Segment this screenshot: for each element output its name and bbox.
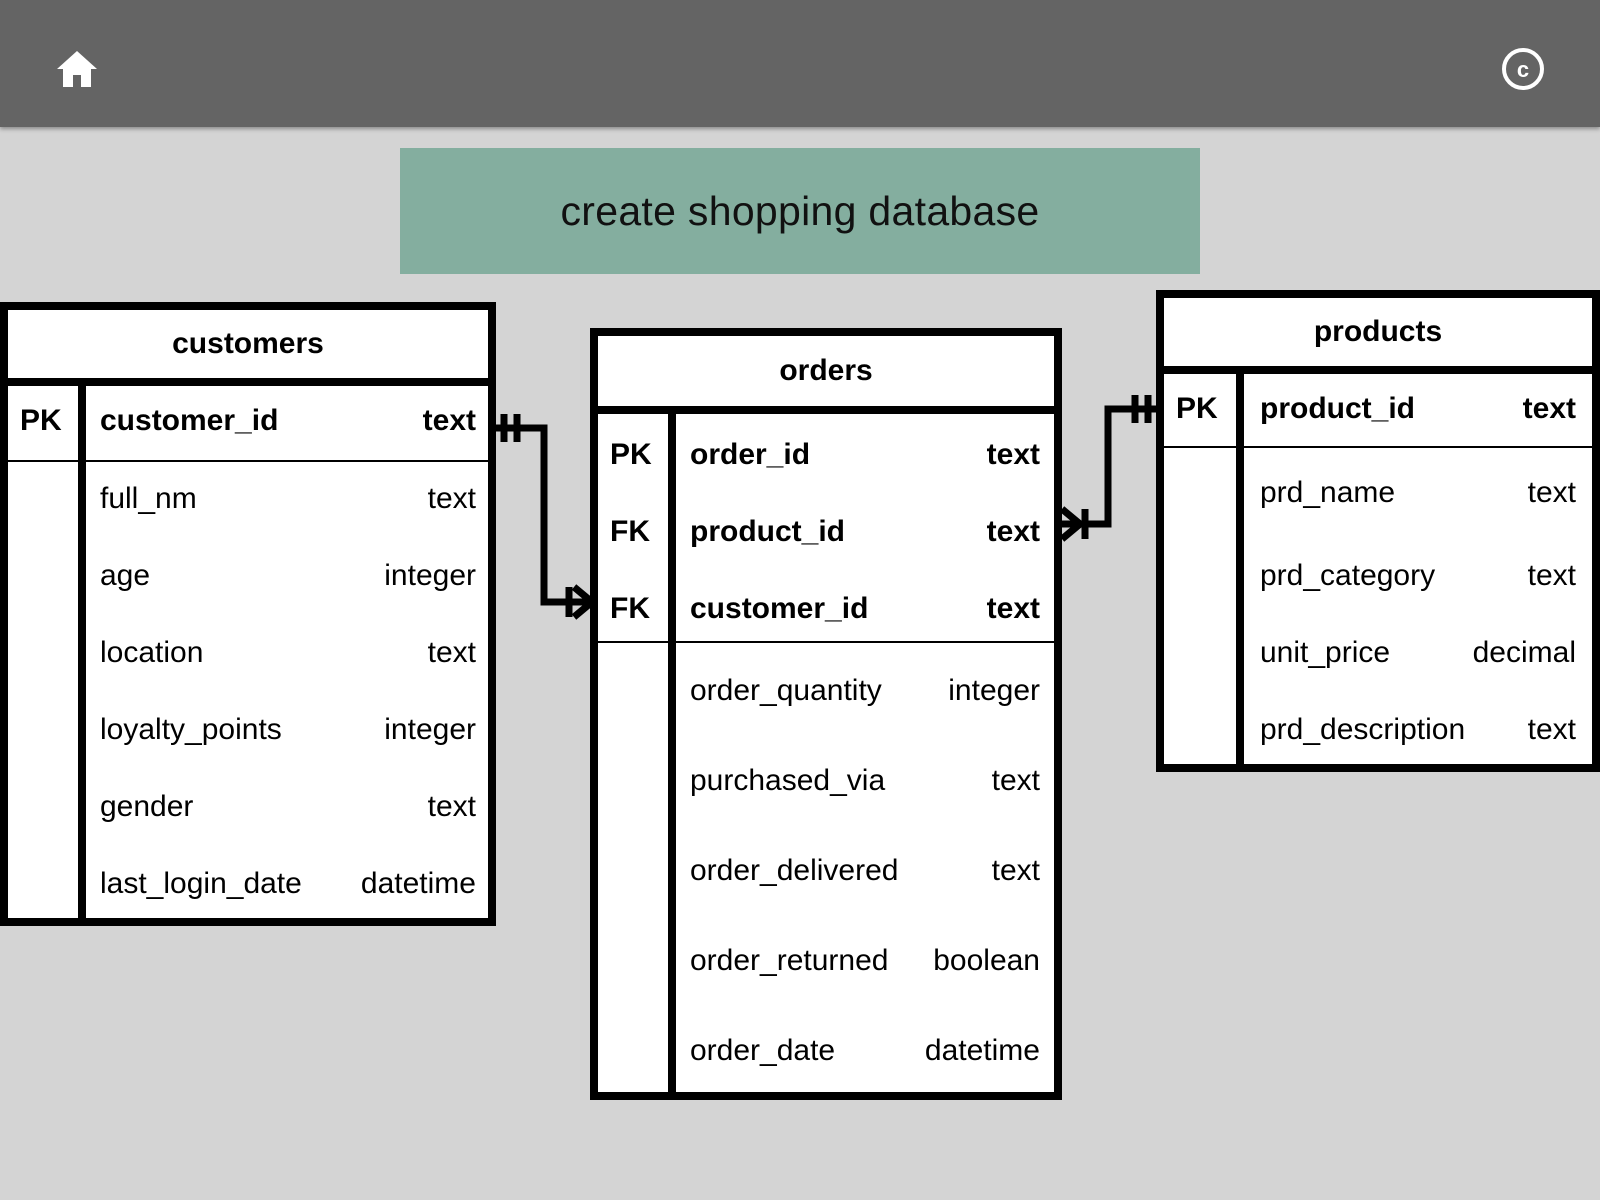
field-type: boolean xyxy=(933,944,1040,977)
field-type: integer xyxy=(384,713,476,746)
field-type: text xyxy=(427,790,476,823)
field-name: unit_price xyxy=(1260,636,1391,669)
key-label: FK xyxy=(610,515,650,548)
field-type: text xyxy=(986,592,1040,625)
field-type: text xyxy=(422,404,476,437)
customers-table-header: customers xyxy=(8,310,488,386)
field-name: order_id xyxy=(690,438,811,471)
field-type: text xyxy=(1527,476,1576,509)
field-type: datetime xyxy=(924,1034,1040,1067)
diagram-title: create shopping database xyxy=(560,187,1040,234)
orders-table: orders PK order_id text FK product_id te… xyxy=(590,328,1062,1100)
field-name: prd_category xyxy=(1260,559,1436,592)
field-type: decimal xyxy=(1472,636,1576,669)
svg-text:c: c xyxy=(1517,57,1529,82)
field-type: integer xyxy=(948,674,1040,707)
field-name: full_nm xyxy=(100,482,197,515)
products-orders-relationship xyxy=(1059,395,1158,542)
field-name: product_id xyxy=(1260,392,1415,425)
field-name: location xyxy=(100,636,204,669)
key-column-divider xyxy=(78,386,86,918)
customers-table: customers PK customer_id text full_nm te… xyxy=(0,302,496,926)
top-bar: c xyxy=(0,0,1600,127)
field-name: purchased_via xyxy=(690,764,886,797)
orders-table-name: orders xyxy=(779,354,873,387)
field-name: age xyxy=(100,559,151,592)
home-icon[interactable] xyxy=(55,47,99,91)
field-name: order_date xyxy=(690,1034,836,1067)
key-label: PK xyxy=(20,404,62,437)
field-name: prd_description xyxy=(1260,713,1466,746)
pk-divider xyxy=(598,641,1054,643)
field-name: product_id xyxy=(690,515,845,548)
field-type: text xyxy=(1527,713,1576,746)
field-type: text xyxy=(991,764,1040,797)
key-column-divider xyxy=(668,414,676,1092)
title-banner: create shopping database xyxy=(400,148,1200,274)
field-type: text xyxy=(986,515,1040,548)
pk-divider xyxy=(1164,446,1592,448)
field-name: customer_id xyxy=(100,404,279,437)
products-table-name: products xyxy=(1313,315,1443,348)
field-type: text xyxy=(427,482,476,515)
field-type: text xyxy=(991,854,1040,887)
key-label: PK xyxy=(1176,392,1218,425)
field-name: loyalty_points xyxy=(100,713,282,746)
key-column-divider xyxy=(1236,374,1244,764)
key-label: FK xyxy=(610,592,650,625)
field-name: gender xyxy=(100,790,194,823)
field-name: order_quantity xyxy=(690,674,882,707)
key-label: PK xyxy=(610,438,652,471)
field-name: prd_name xyxy=(1260,476,1396,509)
customers-table-name: customers xyxy=(172,327,324,360)
products-table-header: products xyxy=(1164,298,1592,374)
orders-table-header: orders xyxy=(598,336,1054,414)
field-name: order_delivered xyxy=(690,854,899,887)
customers-orders-relationship xyxy=(494,414,595,620)
field-name: last_login_date xyxy=(100,867,302,900)
field-type: text xyxy=(427,636,476,669)
field-type: text xyxy=(1527,559,1576,592)
field-name: customer_id xyxy=(690,592,869,625)
field-name: order_returned xyxy=(690,944,889,977)
field-type: integer xyxy=(384,559,476,592)
pk-divider xyxy=(8,460,488,462)
field-type: text xyxy=(1522,392,1576,425)
copyright-icon[interactable]: c xyxy=(1500,46,1546,92)
field-type: text xyxy=(986,438,1040,471)
field-type: datetime xyxy=(360,867,476,900)
products-table: products PK product_id text prd_name tex… xyxy=(1156,290,1600,772)
